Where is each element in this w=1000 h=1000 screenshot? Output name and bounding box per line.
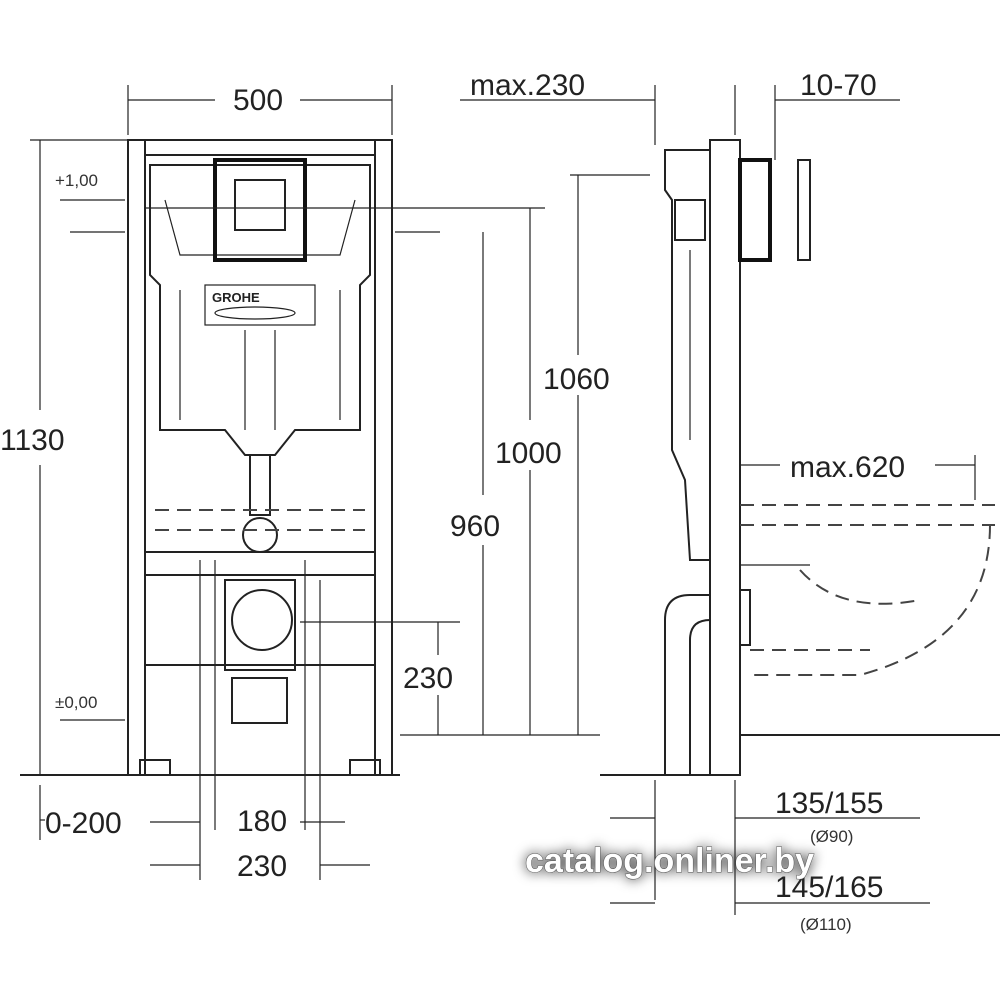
front-dimension-lines: [30, 85, 650, 880]
front-frame: [20, 139, 400, 776]
max-620-label: max.620: [790, 451, 905, 484]
width-500-label: 500: [233, 84, 283, 117]
offset-label: 0-200: [45, 807, 122, 840]
pipe2-label: 145/165: [775, 871, 883, 904]
pipe1-label: 135/155: [775, 787, 883, 820]
dim-960-label: 960: [450, 510, 500, 543]
grohe-logo: GROHE: [212, 290, 296, 320]
pipe1-diameter: (Ø90): [810, 827, 853, 846]
level-top-label: +1,00: [55, 171, 98, 190]
max-230-label: max.230: [470, 69, 585, 102]
spacing-180-label: 180: [237, 805, 287, 838]
dim-1060-label: 1060: [543, 363, 610, 396]
drain-height-label: 230: [403, 662, 453, 695]
pipe2-diameter: (Ø110): [800, 915, 852, 934]
spacing-230-label: 230: [237, 850, 287, 883]
cistern: [149, 158, 371, 724]
side-view: [600, 139, 1000, 776]
level-bottom-label: ±0,00: [55, 693, 97, 712]
wall-range-label: 10-70: [800, 69, 877, 102]
height-1130-label: 1130: [0, 424, 65, 457]
dim-1000-label: 1000: [495, 437, 562, 470]
grohe-logo-text: GROHE: [212, 290, 260, 305]
watermark: catalog.onliner.by: [525, 842, 814, 880]
side-dimension-lines: [460, 85, 976, 915]
